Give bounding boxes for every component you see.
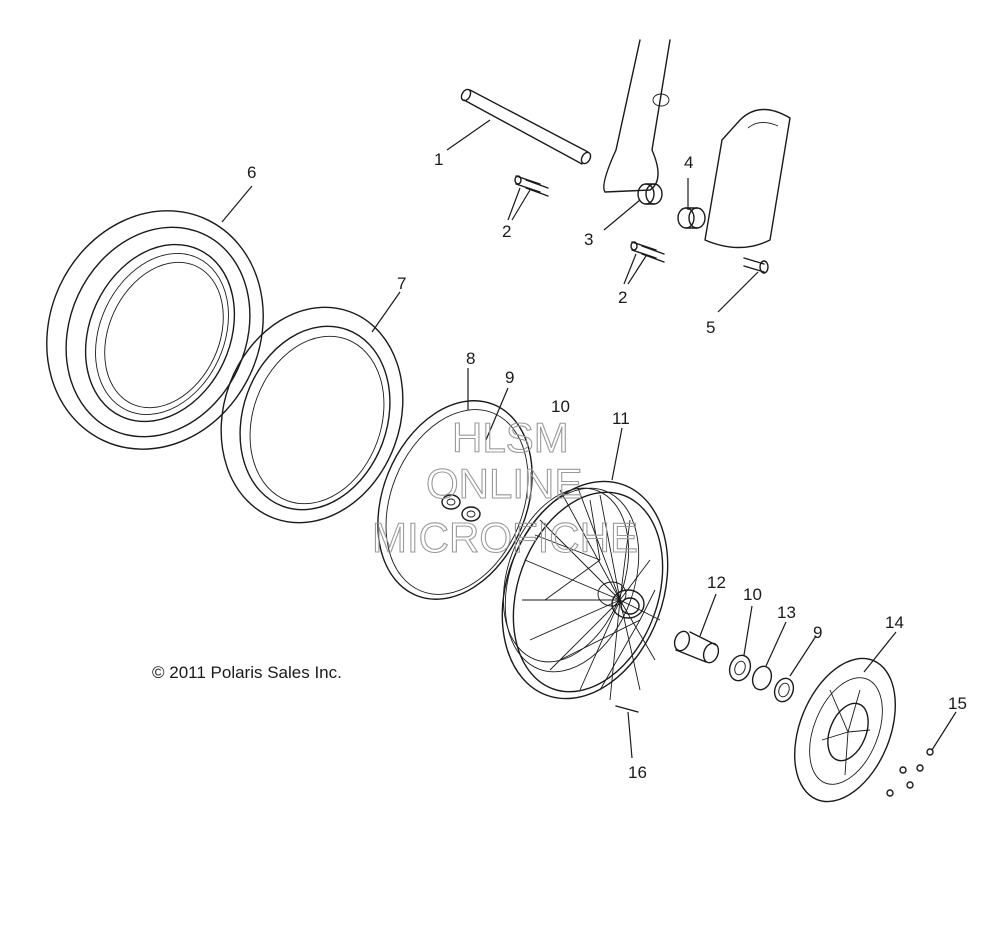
wheel-hub [597, 581, 645, 619]
pinch-bolt [743, 257, 769, 274]
seal-left [441, 494, 461, 510]
callout-2-lower: 2 [618, 288, 627, 307]
callout-7: 7 [397, 274, 406, 293]
callout-16: 16 [628, 763, 647, 782]
watermark-line-2: ONLINE [426, 460, 582, 507]
callout-11: 11 [612, 409, 630, 428]
callout-6: 6 [247, 163, 256, 182]
seal-right [773, 677, 795, 703]
callout-9-right: 9 [813, 623, 822, 642]
rim-strip [377, 400, 533, 600]
watermark: HLSM ONLINE MICROFICHE [371, 413, 638, 561]
valve-stem [615, 705, 639, 713]
fork-left [603, 39, 671, 193]
axle-spacer-left [637, 183, 663, 205]
callout-10: 10 [551, 397, 570, 416]
clamp-bolts-upper [514, 175, 549, 197]
brake-disc [793, 657, 897, 803]
copyright-notice: © 2011 Polaris Sales Inc. [152, 663, 342, 682]
bearing-left [461, 506, 481, 522]
wheel-spacer [673, 630, 720, 664]
bearing-right [728, 654, 752, 682]
watermark-line-3: MICROFICHE [372, 514, 638, 561]
fork-right [704, 108, 791, 249]
callout-3: 3 [584, 230, 593, 249]
watermark-line-1: HLSM [452, 414, 569, 461]
tire [46, 210, 264, 450]
callout-2: 2 [502, 222, 511, 241]
callout-15: 15 [948, 694, 967, 713]
snap-ring [751, 665, 773, 691]
axle [460, 88, 592, 165]
callout-14: 14 [885, 613, 904, 632]
callout-1: 1 [434, 150, 443, 169]
spoked-wheel [501, 480, 669, 701]
callout-10-right: 10 [743, 585, 762, 604]
disc-bolts [886, 748, 934, 797]
callout-12: 12 [707, 573, 726, 592]
tube [220, 306, 404, 524]
callout-13: 13 [777, 603, 796, 622]
callout-4: 4 [684, 153, 693, 172]
callout-5: 5 [706, 318, 715, 337]
leader-lines [221, 119, 957, 759]
clamp-bolts-lower [630, 241, 665, 263]
callout-8: 8 [466, 349, 475, 368]
callout-9: 9 [505, 368, 514, 387]
callout-labels: 1 2 3 4 2 5 6 7 8 9 10 11 12 10 13 9 14 … [247, 150, 967, 782]
wheel-spokes [522, 487, 661, 701]
axle-spacer-right [677, 207, 706, 229]
